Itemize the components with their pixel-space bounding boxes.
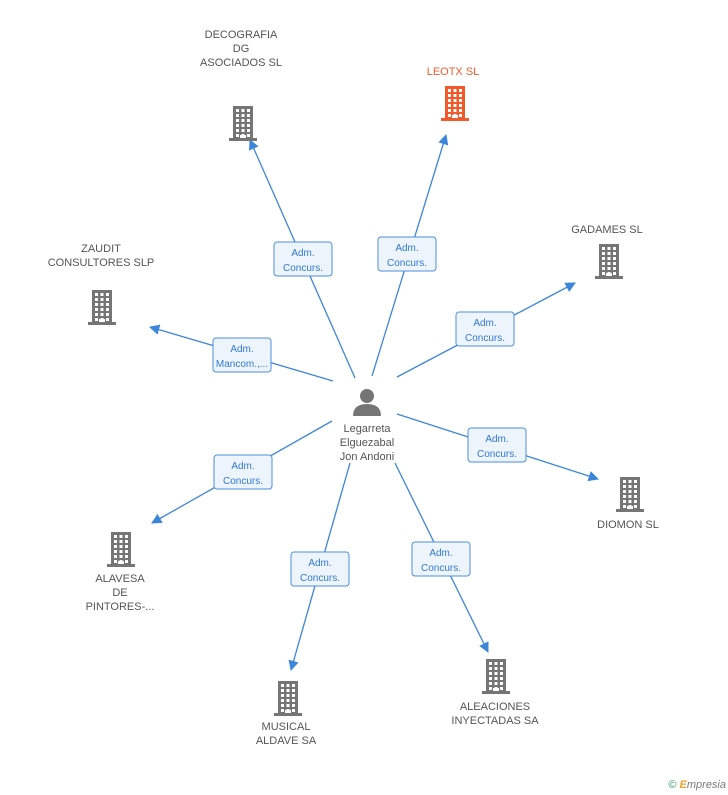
relation-label-alavesa-line: Adm. xyxy=(231,461,254,472)
relation-label-leotx: Adm. Concurs. xyxy=(387,243,427,269)
relation-box-bg xyxy=(212,337,272,373)
relation-label-diomon-line: Adm. xyxy=(485,434,508,445)
relation-label-musical-line: Concurs. xyxy=(300,573,340,584)
relation-label-decografia-line: Concurs. xyxy=(283,263,323,274)
company-label-gadames[interactable]: GADAMES SL xyxy=(571,224,643,236)
building-icon-diomon[interactable] xyxy=(616,477,644,512)
company-label-decografia-line: DG xyxy=(233,43,250,55)
person-icon[interactable] xyxy=(353,389,381,416)
company-label-alavesa[interactable]: ALAVESA DE PINTORES-... xyxy=(86,573,155,613)
relation-label-alavesa: Adm. Concurs. xyxy=(223,461,263,487)
relation-label-alavesa-line: Concurs. xyxy=(223,476,263,487)
relation-box-aleaciones[interactable]: Adm. Concurs. xyxy=(411,541,471,577)
relation-label-gadames-line: Adm. xyxy=(473,318,496,329)
company-label-decografia[interactable]: DECOGRAFIA DG ASOCIADOS SL xyxy=(200,29,282,69)
company-label-aleaciones-line: INYECTADAS SA xyxy=(451,715,539,727)
building-icon-zaudit[interactable] xyxy=(88,290,116,325)
company-label-musical-line: MUSICAL xyxy=(262,721,311,733)
building-icon-leotx[interactable] xyxy=(441,86,469,121)
brand-initial: E xyxy=(679,779,687,791)
relation-box-bg xyxy=(290,551,350,587)
relation-label-diomon-line: Concurs. xyxy=(477,449,517,460)
company-label-leotx-line: LEOTX SL xyxy=(427,66,480,78)
relation-label-musical-line: Adm. xyxy=(308,558,331,569)
relation-label-diomon: Adm. Concurs. xyxy=(477,434,517,460)
building-icon-aleaciones[interactable] xyxy=(482,659,510,694)
person-name-line: Elguezabal xyxy=(340,437,394,449)
relation-label-zaudit-line: Mancom.,... xyxy=(216,359,268,370)
relations-layer: Adm.Concurs.Adm.Concurs.Adm.Concurs.Adm.… xyxy=(212,236,527,587)
relation-box-zaudit[interactable]: Adm. Mancom.,... xyxy=(212,337,272,373)
relation-box-bg xyxy=(213,454,273,490)
relation-label-gadames-line: Concurs. xyxy=(465,333,505,344)
company-label-musical-line: ALDAVE SA xyxy=(256,735,317,747)
company-label-leotx[interactable]: LEOTX SL xyxy=(427,66,480,78)
relation-box-decografia[interactable]: Adm. Concurs. xyxy=(273,241,333,277)
brand-name: mpresia xyxy=(686,779,726,791)
company-label-musical[interactable]: MUSICAL ALDAVE SA xyxy=(256,721,317,747)
relation-label-aleaciones-line: Concurs. xyxy=(421,563,461,574)
company-label-zaudit-line: CONSULTORES SLP xyxy=(48,257,155,269)
company-label-alavesa-line: ALAVESA xyxy=(95,573,145,585)
relation-box-musical[interactable]: Adm. Concurs. xyxy=(290,551,350,587)
relation-label-decografia-line: Adm. xyxy=(291,248,314,259)
relation-box-bg xyxy=(455,311,515,347)
building-icon-musical[interactable] xyxy=(274,681,302,716)
company-label-decografia-line: DECOGRAFIA xyxy=(205,29,278,41)
relation-label-aleaciones: Adm. Concurs. xyxy=(421,548,461,574)
company-label-diomon[interactable]: DIOMON SL xyxy=(597,519,659,531)
relation-box-diomon[interactable]: Adm. Concurs. xyxy=(467,427,527,463)
company-label-aleaciones[interactable]: ALEACIONES INYECTADAS SA xyxy=(451,701,539,727)
building-icon-gadames[interactable] xyxy=(595,244,623,279)
relation-label-aleaciones-line: Adm. xyxy=(429,548,452,559)
footer-brand[interactable]: ©Empresia xyxy=(668,779,726,791)
relation-label-zaudit: Adm. Mancom.,... xyxy=(216,344,268,370)
relation-box-bg xyxy=(273,241,333,277)
relation-label-leotx-line: Concurs. xyxy=(387,258,427,269)
relation-label-zaudit-line: Adm. xyxy=(230,344,253,355)
relation-label-musical: Adm. Concurs. xyxy=(300,558,340,584)
relation-label-decografia: Adm. Concurs. xyxy=(283,248,323,274)
company-label-zaudit[interactable]: ZAUDIT CONSULTORES SLP xyxy=(48,243,155,269)
company-label-alavesa-line: DE xyxy=(112,587,127,599)
company-label-zaudit-line: ZAUDIT xyxy=(81,243,121,255)
building-icon-alavesa[interactable] xyxy=(107,532,135,567)
person-name-line: Legarreta xyxy=(343,423,391,435)
relation-box-bg xyxy=(467,427,527,463)
copyright-icon: © xyxy=(668,779,677,791)
relation-box-gadames[interactable]: Adm. Concurs. xyxy=(455,311,515,347)
company-label-gadames-line: GADAMES SL xyxy=(571,224,643,236)
company-label-alavesa-line: PINTORES-... xyxy=(86,601,155,613)
edges-layer xyxy=(149,134,599,672)
company-label-decografia-line: ASOCIADOS SL xyxy=(200,57,282,69)
relation-label-leotx-line: Adm. xyxy=(395,243,418,254)
person-name-line: Jon Andoni xyxy=(340,451,394,463)
company-label-diomon-line: DIOMON SL xyxy=(597,519,659,531)
relation-box-leotx[interactable]: Adm. Concurs. xyxy=(377,236,437,272)
building-icon-decografia[interactable] xyxy=(229,106,257,141)
relation-box-alavesa[interactable]: Adm. Concurs. xyxy=(213,454,273,490)
relation-label-gadames: Adm. Concurs. xyxy=(465,318,505,344)
company-label-aleaciones-line: ALEACIONES xyxy=(460,701,530,713)
relation-box-bg xyxy=(411,541,471,577)
relation-box-bg xyxy=(377,236,437,272)
